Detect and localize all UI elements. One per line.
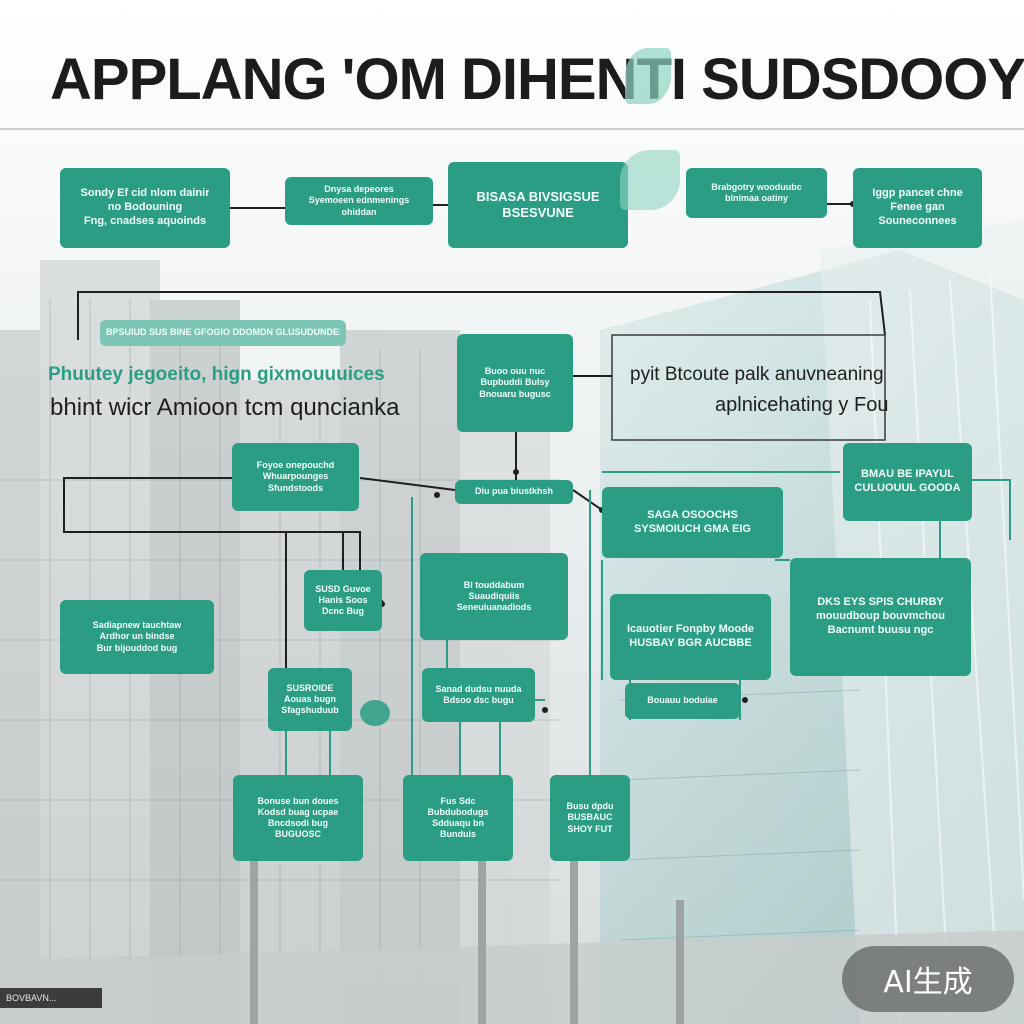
- footer-watermark: BOVBAVN...: [0, 988, 102, 1008]
- right-subheading: aplnicehating y Fou: [715, 394, 889, 416]
- left-subheading: bhint wicr Amioon tcm quncianka: [50, 394, 400, 421]
- ribbon-bar: BPSUIUD SUS BINE GFOGIO DDOMDN GLUSUDUND…: [100, 320, 346, 346]
- left-heading: Phuutey jegoeito, hign gixmouuuices: [48, 364, 385, 385]
- right-heading: pyit Btcoute palk anuvneaning: [630, 364, 884, 385]
- ai-generated-badge: AI生成: [842, 946, 1014, 1012]
- node-low-right-strip: Bouauu boduiae: [625, 683, 740, 719]
- node-bus: Diu pua biustkhsh: [455, 480, 573, 504]
- leaf-icon: [625, 48, 671, 104]
- page-title: APPLANG 'OM DIHENTI SUDSDOOY: [50, 47, 1024, 112]
- gear-icon: [360, 700, 390, 726]
- title-divider: [0, 128, 1024, 130]
- leaf-icon: [620, 150, 680, 210]
